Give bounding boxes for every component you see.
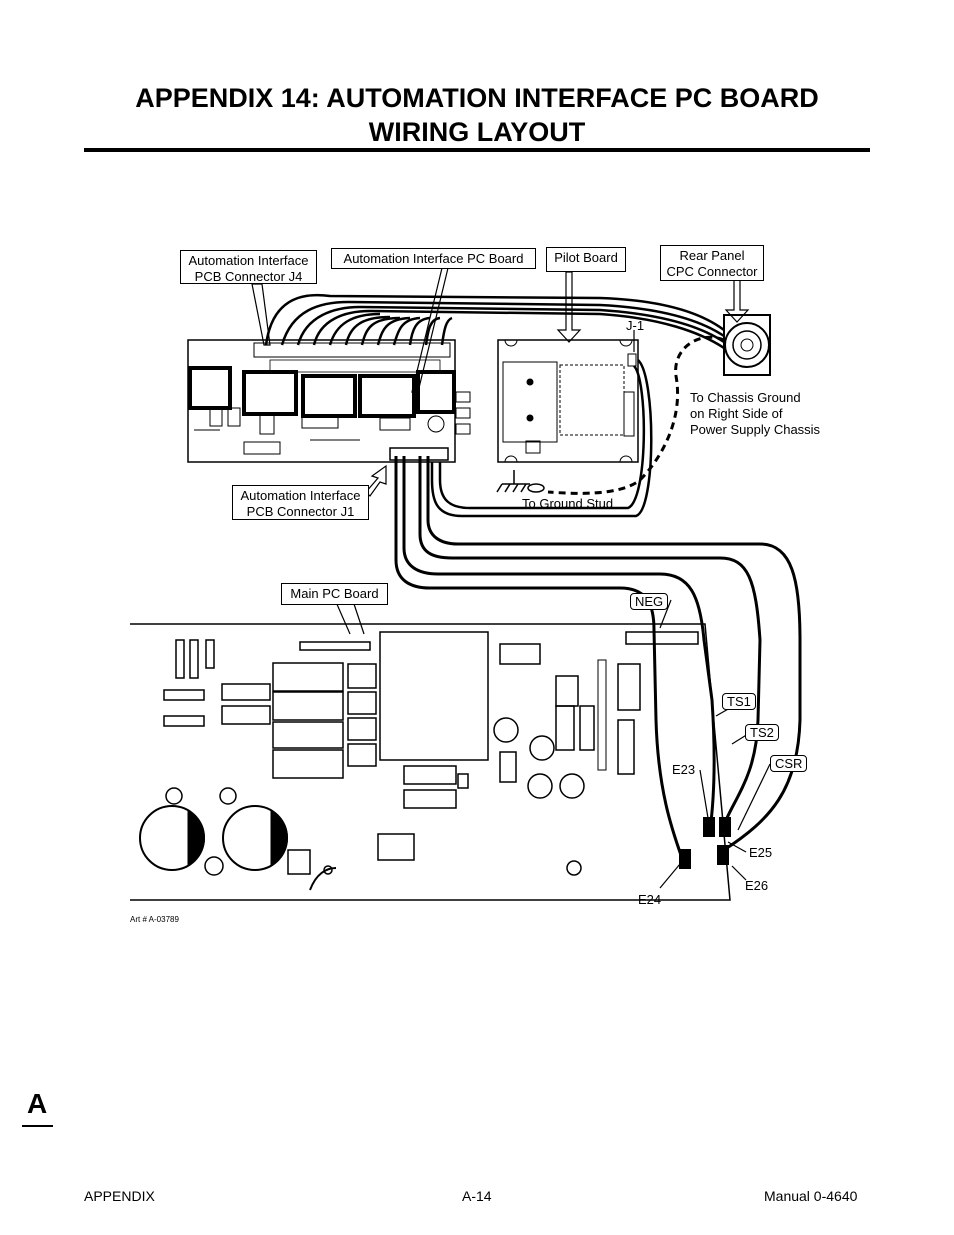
section-tab-rule <box>22 1125 53 1127</box>
wire-tag-e24: E24 <box>638 892 662 907</box>
callout-j4-connector: Automation Interface PCB Connector J4 <box>180 250 317 284</box>
callout-pilot-board: Pilot Board <box>546 247 626 272</box>
callout-j1-line-1: Automation Interface <box>240 488 361 503</box>
callout-cpc-line-2: CPC Connector <box>666 264 758 279</box>
note-chassis-line-1: To Chassis Ground <box>690 390 801 405</box>
wire-tag-e26: E26 <box>745 878 769 893</box>
callout-j4-line-2: PCB Connector J4 <box>194 269 303 284</box>
callout-j1-connector: Automation Interface PCB Connector J1 <box>232 485 369 520</box>
label-j1-pilot: J-1 <box>626 318 645 333</box>
note-chassis-ground: To Chassis Ground on Right Side of Power… <box>690 390 820 438</box>
art-number: Art # A-03789 <box>130 915 179 924</box>
wire-tag-csr: CSR <box>770 755 808 772</box>
page-title-line-1: APPENDIX 14: AUTOMATION INTERFACE PC BOA… <box>135 83 819 113</box>
automation-interface-board <box>187 339 471 463</box>
footer-section: APPENDIX <box>84 1188 155 1204</box>
callout-cpc-connector: Rear Panel CPC Connector <box>660 245 764 281</box>
wire-tag-neg: NEG <box>630 593 669 610</box>
footer-manual-number: Manual 0-4640 <box>764 1188 858 1204</box>
callout-main-pc-board: Main PC Board <box>281 583 388 605</box>
callout-cpc-line-1: Rear Panel <box>679 248 745 263</box>
j4-harness <box>264 293 725 350</box>
main-pc-board <box>130 623 731 901</box>
footer-page-number: A-14 <box>462 1188 492 1204</box>
note-chassis-line-2: on Right Side of <box>690 406 783 421</box>
j1-wires <box>394 456 802 859</box>
leader-lines <box>251 267 771 889</box>
title-rule <box>84 148 870 152</box>
wire-tag-e23: E23 <box>672 762 696 777</box>
wire-tag-e25: E25 <box>749 845 773 860</box>
cpc-connector <box>723 314 771 376</box>
callout-automation-interface-board: Automation Interface PC Board <box>331 248 536 269</box>
chassis-ground-wire <box>547 335 725 495</box>
note-ground-stud: To Ground Stud <box>522 496 614 511</box>
pilot-board <box>497 339 639 463</box>
callout-j1-line-2: PCB Connector J1 <box>246 504 355 519</box>
page-title-line-2: WIRING LAYOUT <box>368 117 586 147</box>
ground-stud-symbol <box>496 470 545 493</box>
section-tab-letter: A <box>27 1088 48 1119</box>
wire-tag-ts2: TS2 <box>745 724 779 741</box>
wire-tag-ts1: TS1 <box>722 693 756 710</box>
note-chassis-line-3: Power Supply Chassis <box>690 422 821 437</box>
callout-j4-line-1: Automation Interface <box>188 253 309 268</box>
